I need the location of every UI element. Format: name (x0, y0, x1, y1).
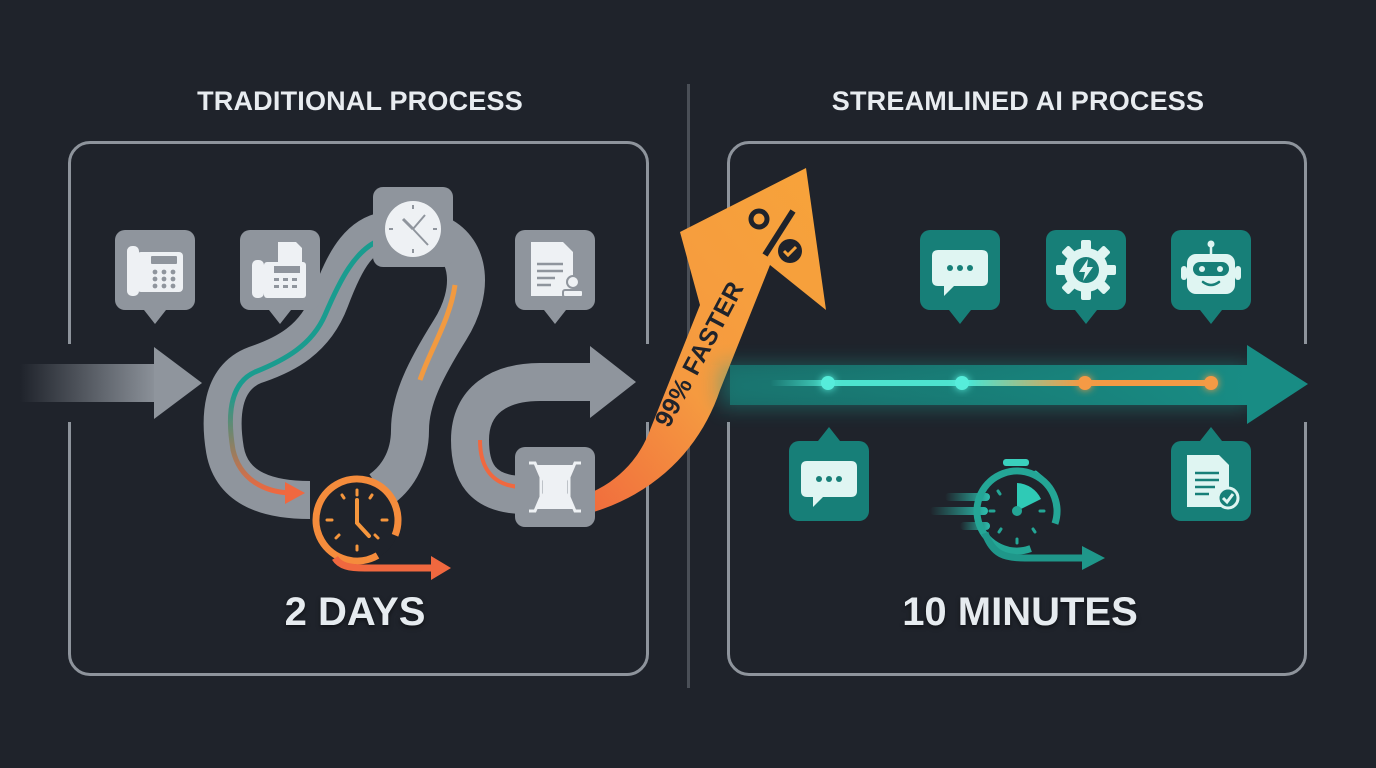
automation-tile (1046, 230, 1126, 324)
phone-icon (127, 246, 183, 296)
bottleneck-icon (529, 461, 581, 513)
robot-icon (1181, 240, 1241, 294)
robot-tile (1171, 230, 1251, 324)
panel-gap-mid-left (640, 344, 660, 422)
wait-clock-tile (373, 187, 453, 267)
clock-loop-icon (312, 475, 451, 580)
fax-tile (240, 230, 320, 324)
traditional-duration: 2 DAYS (284, 590, 426, 634)
bottleneck-tile (515, 447, 595, 527)
percent-check-icon (748, 208, 802, 263)
chat-tile-bottom (789, 427, 869, 521)
chat-icon (932, 250, 988, 296)
ai-process-heading: STREAMLINED AI PROCESS (831, 86, 1205, 116)
progress-dot (821, 376, 835, 390)
phone-tile (115, 230, 195, 324)
fax-icon (252, 242, 306, 298)
gear-lightning-icon (1056, 240, 1116, 300)
document-check-tile (1171, 427, 1251, 521)
document-check-icon (1187, 455, 1240, 510)
chat-tile-top (920, 230, 1000, 324)
progress-dot (955, 376, 969, 390)
ai-duration: 10 MINUTES (902, 590, 1138, 634)
panel-gap-right (1298, 344, 1318, 422)
clock-icon (385, 201, 441, 257)
progress-dot (1204, 376, 1218, 390)
document-stamp-tile (515, 230, 595, 324)
traditional-process-heading: TRADITIONAL PROCESS (197, 86, 523, 116)
progress-dot (1078, 376, 1092, 390)
document-stamp-icon (531, 242, 584, 298)
chat-icon (801, 461, 857, 507)
stopwatch-icon (930, 459, 1105, 570)
